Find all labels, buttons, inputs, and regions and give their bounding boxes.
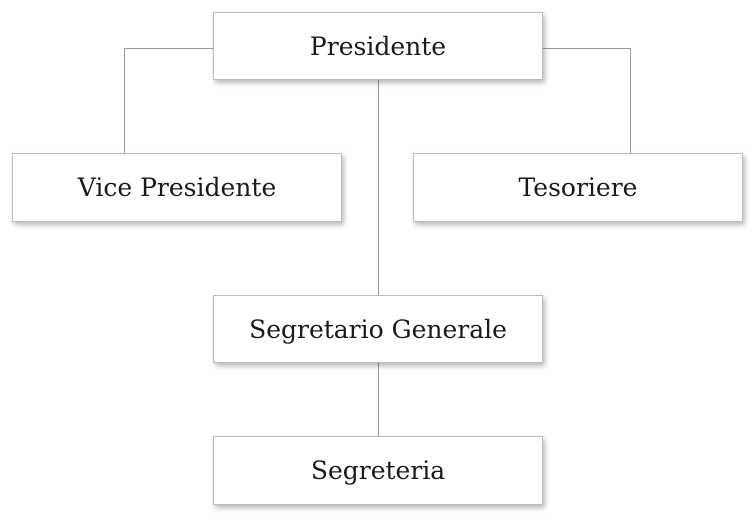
segreteria-label: Segreteria [310, 456, 446, 485]
vice-presidente-node: Vice Presidente [12, 153, 342, 222]
segretario-generale-node: Segretario Generale [213, 295, 543, 363]
presidente-label: Presidente [309, 31, 447, 61]
segretario-generale-label: Segretario Generale [249, 314, 507, 344]
tesoriere-label: Tesoriere [518, 173, 638, 202]
vice-presidente-label: Vice Presidente [77, 173, 277, 202]
tesoriere-node: Tesoriere [413, 153, 743, 222]
presidente-node: Presidente [213, 12, 543, 80]
segreteria-node: Segreteria [213, 436, 543, 505]
connector-presidente-vice [124, 48, 214, 153]
connector-presidente-tesoriere [543, 48, 631, 153]
